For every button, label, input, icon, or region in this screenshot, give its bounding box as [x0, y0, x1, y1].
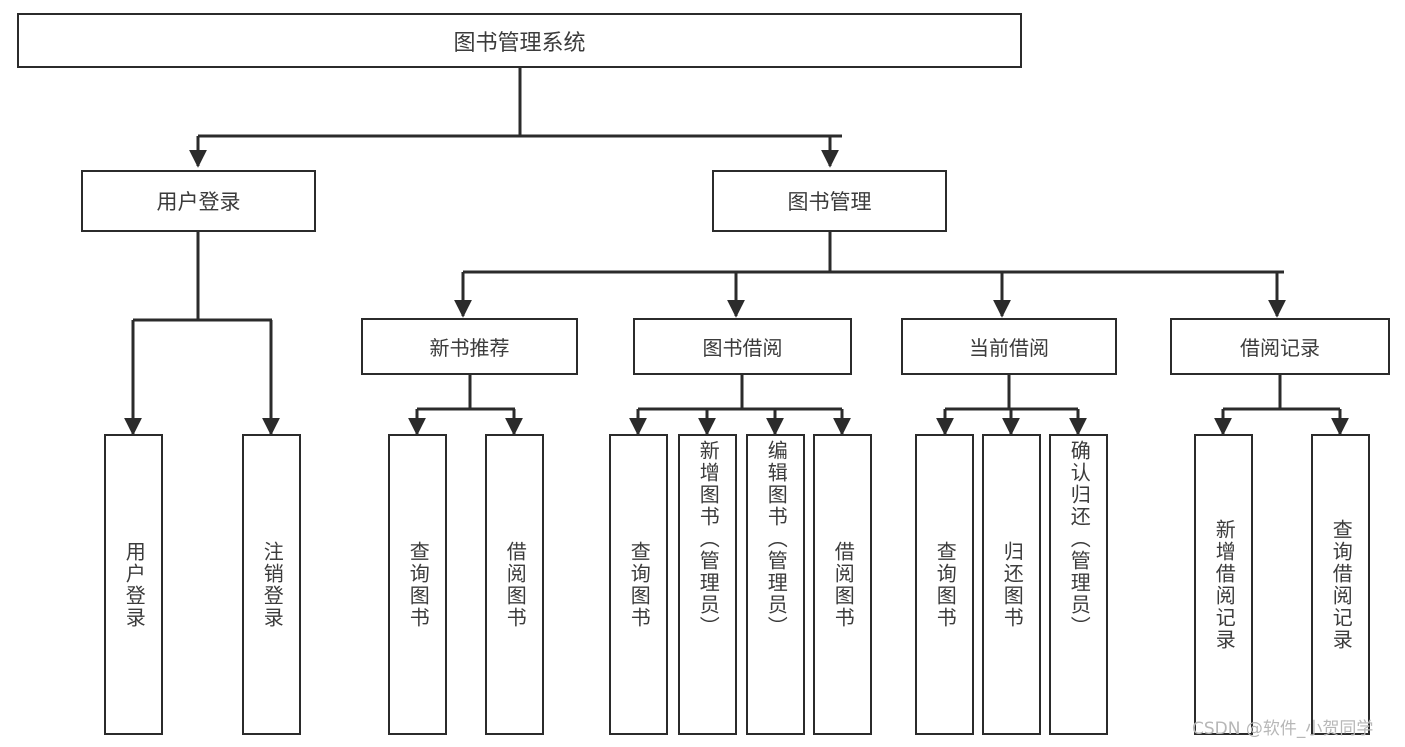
node-borrow-record[interactable]: 借阅记录	[1170, 318, 1390, 375]
node-current-borrow[interactable]: 当前借阅	[901, 318, 1117, 375]
node-leaf-logout[interactable]: 注销登录	[242, 434, 301, 735]
node-leaf-return-book-label: 归还图书	[1000, 540, 1025, 629]
node-leaf-query-record[interactable]: 查询借阅记录	[1311, 434, 1370, 735]
node-new-book-recommend[interactable]: 新书推荐	[361, 318, 578, 375]
node-leaf-query-book-3[interactable]: 查询图书	[915, 434, 974, 735]
node-leaf-add-record-label: 新增借阅记录	[1212, 518, 1237, 651]
node-book-borrow[interactable]: 图书借阅	[633, 318, 852, 375]
node-leaf-borrow-book-1[interactable]: 借阅图书	[485, 434, 544, 735]
node-leaf-add-book-label: 新增图书（管理员）	[696, 440, 721, 638]
node-new-book-recommend-label: 新书推荐	[429, 336, 510, 360]
node-leaf-add-book[interactable]: 新增图书（管理员）	[678, 434, 737, 735]
node-user-login-label: 用户登录	[156, 190, 241, 214]
node-book-manage[interactable]: 图书管理	[712, 170, 947, 232]
node-leaf-borrow-book-2[interactable]: 借阅图书	[813, 434, 872, 735]
node-root[interactable]: 图书管理系统	[17, 13, 1022, 68]
node-leaf-edit-book-label: 编辑图书（管理员）	[764, 440, 789, 638]
node-leaf-edit-book[interactable]: 编辑图书（管理员）	[746, 434, 805, 735]
node-book-manage-label: 图书管理	[787, 190, 872, 214]
node-root-label: 图书管理系统	[453, 30, 586, 56]
node-current-borrow-label: 当前借阅	[969, 336, 1049, 360]
node-leaf-borrow-book-2-label: 借阅图书	[831, 540, 856, 629]
node-leaf-query-book-1-label: 查询图书	[406, 540, 431, 629]
node-leaf-query-book-2[interactable]: 查询图书	[609, 434, 668, 735]
node-user-login[interactable]: 用户登录	[81, 170, 316, 232]
node-leaf-query-book-2-label: 查询图书	[627, 540, 652, 629]
node-leaf-return-book[interactable]: 归还图书	[982, 434, 1041, 735]
node-leaf-borrow-book-1-label: 借阅图书	[503, 540, 528, 629]
node-leaf-query-record-label: 查询借阅记录	[1329, 518, 1354, 651]
node-leaf-logout-label: 注销登录	[260, 540, 285, 629]
node-leaf-user-login[interactable]: 用户登录	[104, 434, 163, 735]
node-borrow-record-label: 借阅记录	[1240, 336, 1320, 360]
node-book-borrow-label: 图书借阅	[702, 336, 783, 360]
node-leaf-add-record[interactable]: 新增借阅记录	[1194, 434, 1253, 735]
node-leaf-query-book-1[interactable]: 查询图书	[388, 434, 447, 735]
node-leaf-query-book-3-label: 查询图书	[933, 540, 958, 629]
node-leaf-user-login-label: 用户登录	[122, 540, 147, 629]
node-leaf-confirm-return[interactable]: 确认归还（管理员）	[1049, 434, 1108, 735]
node-leaf-confirm-return-label: 确认归还（管理员）	[1067, 440, 1092, 638]
